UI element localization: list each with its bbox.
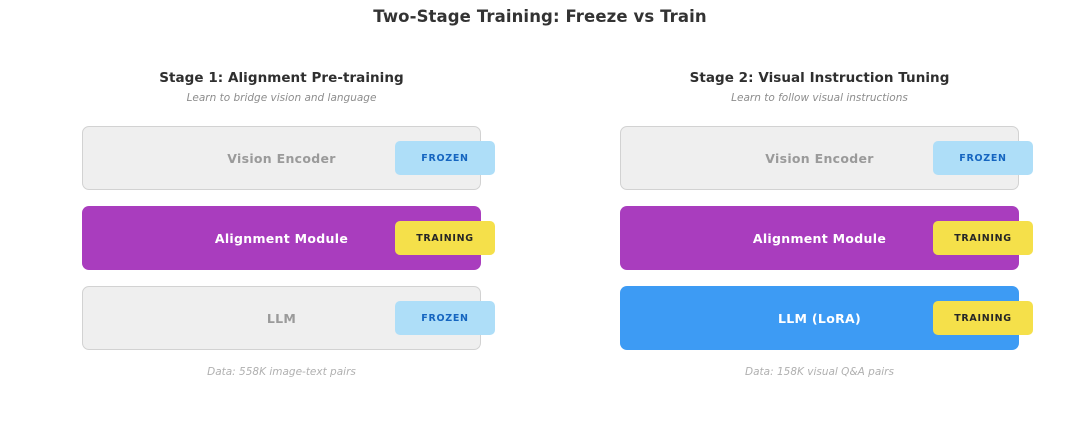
- status-badge-training: TRAINING: [933, 301, 1033, 335]
- block-row: Vision Encoder FROZEN: [620, 126, 1033, 190]
- block-label: LLM (LoRA): [778, 310, 861, 326]
- block-label: LLM: [266, 310, 297, 326]
- stage-column-1: Stage 1: Alignment Pre-training Learn to…: [0, 70, 540, 378]
- stage-2-blocks: Vision Encoder FROZEN Alignment Module T…: [620, 126, 1033, 350]
- page-title: Two-Stage Training: Freeze vs Train: [373, 7, 707, 26]
- block-label: Alignment Module: [752, 230, 887, 246]
- stage-2-data-note: Data: 158K visual Q&A pairs: [745, 366, 894, 378]
- block-label: Vision Encoder: [765, 150, 874, 166]
- block-row: Alignment Module TRAINING: [82, 206, 495, 270]
- status-badge-training: TRAINING: [933, 221, 1033, 255]
- block-row: Vision Encoder FROZEN: [82, 126, 495, 190]
- stage-1-data-note: Data: 558K image-text pairs: [207, 366, 356, 378]
- stages-container: Stage 1: Alignment Pre-training Learn to…: [0, 70, 1080, 378]
- stage-column-2: Stage 2: Visual Instruction Tuning Learn…: [540, 70, 1080, 378]
- stage-2-title: Stage 2: Visual Instruction Tuning: [689, 70, 950, 86]
- stage-2-subtitle: Learn to follow visual instructions: [731, 92, 908, 104]
- block-row: Alignment Module TRAINING: [620, 206, 1033, 270]
- status-badge-frozen: FROZEN: [395, 141, 495, 175]
- block-row: LLM (LoRA) TRAINING: [620, 286, 1033, 350]
- block-label: Alignment Module: [214, 230, 349, 246]
- stage-1-blocks: Vision Encoder FROZEN Alignment Module T…: [82, 126, 495, 350]
- status-badge-frozen: FROZEN: [933, 141, 1033, 175]
- status-badge-training: TRAINING: [395, 221, 495, 255]
- block-label: Vision Encoder: [227, 150, 336, 166]
- stage-1-subtitle: Learn to bridge vision and language: [186, 92, 377, 104]
- stage-1-title: Stage 1: Alignment Pre-training: [159, 70, 404, 86]
- status-badge-frozen: FROZEN: [395, 301, 495, 335]
- block-row: LLM FROZEN: [82, 286, 495, 350]
